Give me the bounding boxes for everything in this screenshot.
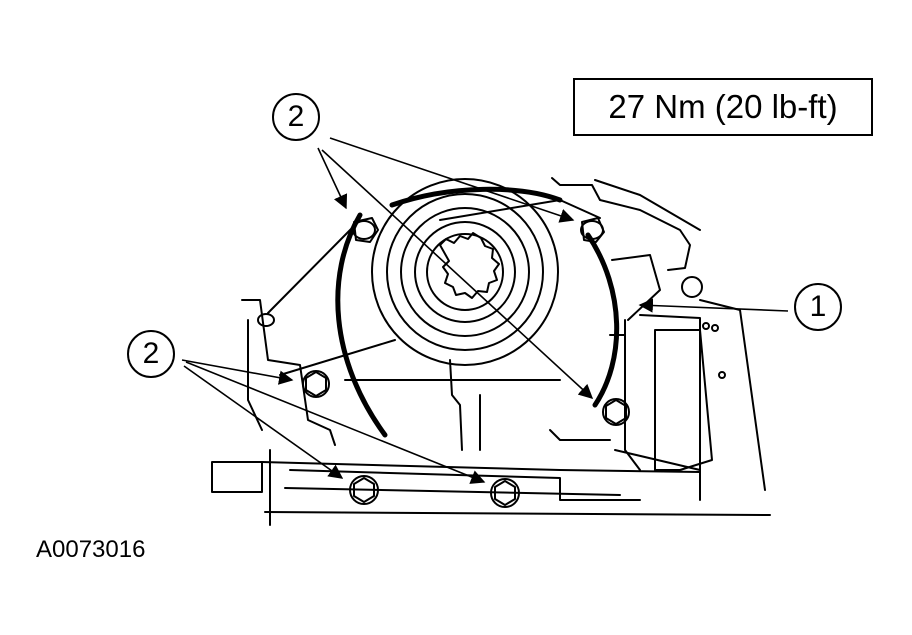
- callout-seal: 1: [794, 283, 842, 331]
- torque-spec-box: 27 Nm (20 lb-ft): [573, 78, 873, 136]
- leader-upper-3: [321, 149, 594, 399]
- leader-seal: [638, 298, 789, 313]
- leader-upper-2: [329, 137, 575, 223]
- front-cover-right-edge: [585, 232, 620, 408]
- front-cover-left-edge: [335, 212, 388, 438]
- right-housing: [551, 177, 691, 271]
- base-rail: [264, 511, 771, 516]
- bolt-middle-right: [602, 398, 630, 426]
- leader-upper-1: [317, 147, 348, 210]
- figure-id: A0073016: [36, 536, 146, 563]
- bolt-lower-left: [349, 475, 379, 505]
- crankshaft-pulley-outer: [371, 178, 559, 366]
- callout-bolts-upper: 2: [272, 93, 320, 141]
- bolt-lower-right: [490, 478, 520, 508]
- bolt-upper-right: [580, 217, 605, 243]
- crank-sprocket: [439, 232, 500, 299]
- dowel-pin: [681, 276, 703, 298]
- callout-bolts-lower: 2: [127, 330, 175, 378]
- leader-lower-3: [185, 361, 486, 484]
- bolt-upper-left: [352, 217, 379, 243]
- bolt-middle-left: [302, 370, 330, 398]
- leader-lower-2: [183, 365, 344, 479]
- leader-lower-1: [181, 359, 294, 385]
- left-housing: [241, 299, 336, 446]
